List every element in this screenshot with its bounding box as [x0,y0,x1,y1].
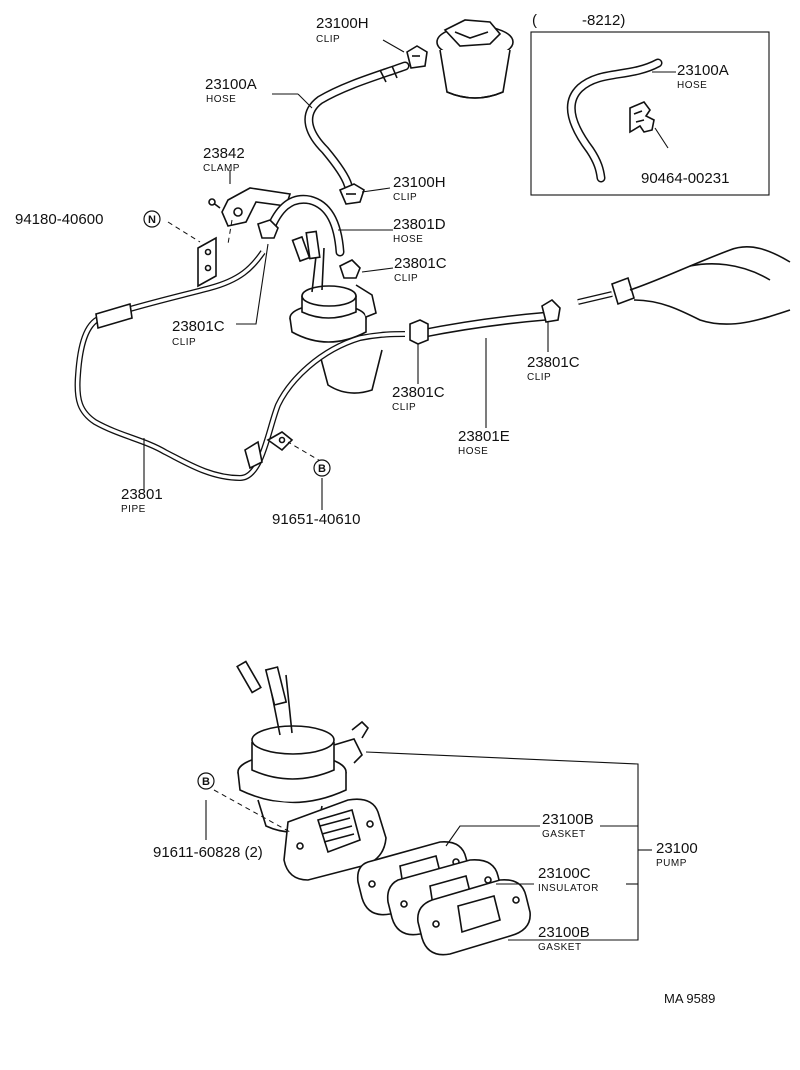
svg-text:23100C: 23100C [538,865,591,882]
pump-flange [283,798,387,881]
leader-lines [143,39,652,941]
svg-text:PUMP: PUMP [656,858,687,869]
label-23100a: 23100A HOSE [205,76,257,105]
label-23100h-mid: 23100H CLIP [393,174,446,203]
clip-23801c-pump[interactable] [339,259,361,279]
svg-text:23801D: 23801D [393,216,446,233]
hose-23801d[interactable] [265,194,345,257]
svg-text:23100A: 23100A [205,76,257,93]
engine-fuel-line-right [577,246,791,325]
svg-text:CLIP: CLIP [392,402,416,413]
callout-b-top: B [313,459,331,477]
label-23801c-c: 23801C CLIP [527,354,580,383]
fuel-filter-canister [436,19,514,99]
svg-text:HOSE: HOSE [677,80,707,91]
svg-text:N: N [148,214,156,226]
label-23801c-a: 23801C CLIP [394,255,447,284]
inset-range-label: ( -8212) [532,12,625,29]
svg-text:CLIP: CLIP [172,337,196,348]
figure-code: MA 9589 [664,991,715,1006]
pipe-bracket [197,236,217,288]
label-gasket-bottom: 23100B GASKET [538,924,590,953]
svg-text:23801: 23801 [121,486,163,503]
svg-text:CLIP: CLIP [393,192,417,203]
label-23801: 23801 PIPE [121,486,163,515]
svg-text:B: B [202,776,210,788]
svg-text:CLIP: CLIP [316,34,340,45]
svg-text:23100B: 23100B [542,811,594,828]
svg-text:INSULATOR: INSULATOR [538,883,599,894]
svg-text:CLAMP: CLAMP [203,163,240,174]
label-23100h-top: 23100H CLIP [316,15,369,45]
svg-text:23801C: 23801C [527,354,580,371]
svg-text:HOSE: HOSE [458,446,488,457]
svg-text:23100A: 23100A [677,62,729,79]
label-23842: 23842 CLAMP [203,145,245,174]
pipe-23801[interactable] [74,250,406,481]
svg-text:23100: 23100 [656,840,698,857]
label-91611: 91611-60828 (2) [153,844,263,861]
svg-text:90464-00231: 90464-00231 [641,170,729,187]
label-23801c-d: 23801C CLIP [392,384,445,413]
svg-text:23100H: 23100H [393,174,446,191]
svg-text:B: B [318,463,326,475]
svg-text:23801E: 23801E [458,428,510,445]
clip-23100h-mid[interactable] [338,183,365,205]
clip-23801c-pipe[interactable] [257,219,279,239]
hose-23100a[interactable] [304,61,410,190]
inset-clip[interactable] [629,101,655,134]
svg-text:94180-40600: 94180-40600 [15,211,103,228]
label-90464: 90464-00231 [641,170,729,187]
svg-text:23100B: 23100B [538,924,590,941]
inset-hose[interactable] [566,58,663,183]
clip-23801c-hose-left[interactable] [409,319,429,345]
svg-text:91651-40610: 91651-40610 [272,511,360,528]
svg-text:23801C: 23801C [394,255,447,272]
svg-text:91611-60828 (2): 91611-60828 (2) [153,844,263,861]
callout-b-bottom: B [197,772,215,790]
label-91651: 91651-40610 [272,511,360,528]
clip-23801c-hose-right[interactable] [541,298,561,323]
label-23801d: 23801D HOSE [393,216,446,245]
svg-text:GASKET: GASKET [542,829,586,840]
leader-inset-clip [654,127,669,149]
clamp-23842[interactable] [208,187,292,227]
svg-text:PIPE: PIPE [121,504,146,515]
gasket-23100b-bottom[interactable] [416,879,531,956]
fuel-pump-installed [289,230,383,394]
callout-n: N [143,210,161,228]
svg-text:GASKET: GASKET [538,942,582,953]
svg-text:CLIP: CLIP [527,372,551,383]
clip-23100h-top[interactable] [406,45,428,69]
svg-text:HOSE: HOSE [206,94,236,105]
svg-text:HOSE: HOSE [393,234,423,245]
svg-text:23801C: 23801C [172,318,225,335]
pipe-bracket-lower [266,431,294,452]
label-insulator: 23100C INSULATOR [538,865,599,894]
label-94180: 94180-40600 [15,211,103,228]
svg-text:CLIP: CLIP [394,273,418,284]
fuel-pump-23100[interactable] [236,660,370,833]
label-gasket-top: 23100B GASKET [542,811,594,840]
svg-text:23801C: 23801C [392,384,445,401]
label-inset-23100a: 23100A HOSE [677,62,729,91]
svg-text:23842: 23842 [203,145,245,162]
inset-frame [530,31,770,196]
svg-text:23100H: 23100H [316,15,369,32]
label-23801c-b: 23801C CLIP [172,318,225,348]
label-23801e: 23801E HOSE [458,428,510,457]
label-pump: 23100 PUMP [656,840,698,869]
hose-23801e[interactable] [415,311,553,339]
